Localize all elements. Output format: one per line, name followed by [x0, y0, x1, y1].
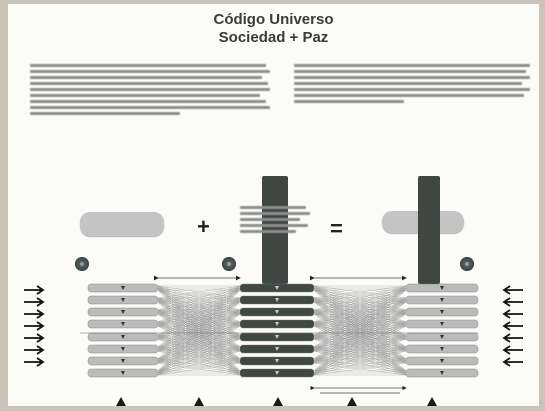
row-marker-icon: [275, 298, 279, 302]
connection-line: [313, 285, 407, 372]
connection-line: [313, 334, 407, 360]
poster: Código Universo Sociedad + Paz + =: [8, 4, 539, 406]
triangle-marker-1: [116, 397, 126, 406]
arrow-left-icon: [502, 285, 523, 295]
triangle-marker-5: [427, 397, 437, 406]
connection-line: [313, 334, 407, 348]
left-input-arrows: [24, 285, 45, 367]
connection-line: [157, 297, 241, 372]
row-marker-icon: [440, 310, 444, 314]
connection-line: [157, 334, 241, 360]
row-marker-icon: [440, 347, 444, 351]
poster-title-line2: Sociedad + Paz: [218, 29, 329, 46]
row-marker-icon: [275, 371, 279, 375]
row-marker-icon: [275, 335, 279, 339]
arrow-left-icon: [502, 357, 523, 367]
row-marker-icon: [121, 322, 125, 326]
row-marker-icon: [440, 286, 444, 290]
row-marker-icon: [121, 298, 125, 302]
connection-line: [157, 321, 241, 372]
row-marker-icon: [275, 359, 279, 363]
connection-line: [313, 334, 407, 372]
row-marker-icon: [121, 335, 125, 339]
intro-text-left: [30, 64, 270, 118]
peace-bar-right: [418, 176, 440, 284]
connection-line: [157, 285, 241, 372]
connection-line: [313, 285, 407, 360]
connection-line: [313, 285, 407, 311]
society-label-box: [80, 212, 164, 236]
triangle-marker-3: [273, 397, 283, 406]
poster-title-line1: Código Universo: [213, 11, 334, 28]
row-marker-icon: [440, 298, 444, 302]
row-marker-icon: [275, 322, 279, 326]
arrow-right-icon: [24, 333, 45, 343]
arrow-left-icon: [502, 333, 523, 343]
connection-line: [157, 285, 241, 360]
arrow-right-icon: [24, 357, 45, 367]
connection-line: [157, 285, 241, 311]
connection-line: [313, 297, 407, 372]
intro-text-right: [294, 64, 530, 106]
arrow-right-icon: [24, 297, 45, 307]
connection-line: [313, 321, 407, 372]
connection-line: [157, 334, 241, 372]
arrow-left-icon: [502, 309, 523, 319]
equals-sign: =: [330, 216, 343, 241]
connection-line: [313, 285, 407, 336]
node-left: [75, 257, 89, 271]
row-marker-icon: [440, 322, 444, 326]
row-marker-icon: [121, 310, 125, 314]
row-marker-icon: [275, 286, 279, 290]
row-marker-icon: [121, 371, 125, 375]
connection-line: [157, 285, 241, 348]
right-input-arrows: [502, 285, 523, 367]
connection-line: [313, 285, 407, 348]
connection-line: [313, 285, 407, 299]
connection-line: [313, 309, 407, 372]
node-right: [460, 257, 474, 271]
arrow-right-icon: [24, 321, 45, 331]
node-center: [222, 257, 236, 271]
connection-line: [157, 285, 241, 299]
arrow-right-icon: [24, 345, 45, 355]
arrow-right-icon: [24, 285, 45, 295]
triangle-marker-4: [347, 397, 357, 406]
row-marker-icon: [121, 286, 125, 290]
peace-description: [240, 206, 310, 236]
connection-line: [157, 346, 241, 372]
row-marker-icon: [275, 347, 279, 351]
connection-line: [157, 309, 241, 372]
connection-line: [157, 285, 241, 323]
row-marker-icon: [440, 359, 444, 363]
plus-sign: +: [197, 214, 210, 239]
row-marker-icon: [121, 359, 125, 363]
connection-line: [157, 285, 241, 336]
connection-line: [313, 285, 407, 323]
connection-line: [313, 346, 407, 372]
arrow-left-icon: [502, 297, 523, 307]
connection-line: [157, 334, 241, 348]
connection-line: [157, 358, 241, 372]
arrow-left-icon: [502, 345, 523, 355]
row-marker-icon: [275, 310, 279, 314]
network-diagram: [24, 275, 523, 406]
connection-line: [313, 358, 407, 372]
arrow-right-icon: [24, 309, 45, 319]
row-marker-icon: [121, 347, 125, 351]
row-marker-icon: [440, 371, 444, 375]
bottom-markers: [116, 397, 437, 406]
triangle-marker-2: [194, 397, 204, 406]
row-marker-icon: [440, 335, 444, 339]
arrow-left-icon: [502, 321, 523, 331]
